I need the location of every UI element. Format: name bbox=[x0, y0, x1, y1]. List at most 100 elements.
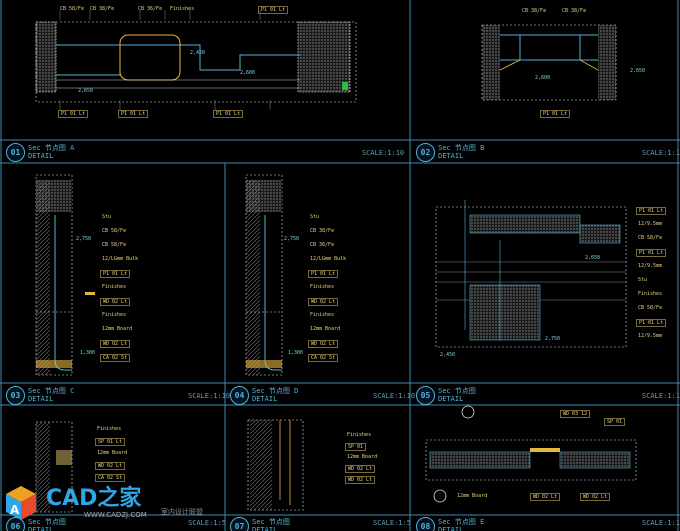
detail-04-drawing bbox=[245, 174, 283, 376]
watermark-url: WWW.CADZJ.COM bbox=[84, 511, 147, 519]
callout-label: WD 02 Lt bbox=[345, 465, 376, 473]
detail-scale: SCALE:1:10 bbox=[642, 149, 680, 157]
detail-number-badge[interactable]: 02 bbox=[416, 143, 435, 162]
detail-03-drawing bbox=[35, 174, 95, 376]
dimension-label: 2,750 bbox=[545, 336, 561, 342]
detail-scale: SCALE:1:5 bbox=[373, 519, 411, 527]
detail-number-badge[interactable]: 07 bbox=[230, 517, 249, 531]
callout-label: Stu bbox=[102, 214, 112, 220]
callout-label: CB 36/Fe bbox=[138, 6, 163, 12]
detail-subtitle: DETAIL bbox=[28, 395, 54, 403]
detail-02-drawing bbox=[481, 24, 617, 101]
watermark-subtitle: 室内设计联盟 bbox=[161, 508, 203, 516]
callout-label: P1 01 Lt bbox=[636, 207, 667, 215]
callout-label: 12/9.5mm bbox=[638, 263, 663, 269]
callout-label: CB 38/Fe bbox=[310, 228, 335, 234]
callout-label: Finishes bbox=[170, 6, 195, 12]
callout-label: P1 01 Lt bbox=[213, 110, 244, 118]
callout-label: Finishes bbox=[102, 312, 127, 318]
callout-label: CB 58/Fe bbox=[102, 228, 127, 234]
callout-label: WD 02 Lt bbox=[100, 298, 131, 306]
callout-label: WD 03 12 bbox=[560, 410, 591, 418]
watermark-brand: CAD之家 bbox=[46, 486, 142, 511]
detail-title: Sec 节点图 bbox=[28, 518, 66, 526]
callout-label: SP 01 bbox=[345, 443, 367, 451]
dimension-label: 2,650 bbox=[78, 88, 94, 94]
callout-label: CA 02 St bbox=[308, 354, 339, 362]
detail-01-drawing bbox=[35, 10, 357, 110]
callout-label: P1 01 Lt bbox=[308, 270, 339, 278]
callout-label: CB 38/Fe bbox=[90, 6, 115, 12]
detail-subtitle: DETAIL bbox=[28, 152, 54, 160]
detail-number-badge[interactable]: 04 bbox=[230, 386, 249, 405]
callout-label: 12mm Board bbox=[310, 326, 341, 332]
detail-subtitle: DETAIL bbox=[438, 395, 464, 403]
callout-label: WD 02 Lt bbox=[308, 340, 339, 348]
dimension-label: 2,600 bbox=[240, 70, 256, 76]
detail-07-drawing bbox=[247, 419, 304, 511]
callout-label: WD 02 Lt bbox=[100, 340, 131, 348]
detail-title: Sec 节点图 bbox=[252, 518, 290, 526]
callout-label: Finishes bbox=[310, 312, 335, 318]
detail-number-badge[interactable]: 03 bbox=[6, 386, 25, 405]
callout-label: Finishes bbox=[97, 426, 122, 432]
callout-label: P1 01 Lt bbox=[540, 110, 571, 118]
detail-title: Sec 节点图 C bbox=[28, 387, 75, 395]
callout-label: CB 58/Fe bbox=[638, 235, 663, 241]
detail-number-badge[interactable]: 06 bbox=[6, 517, 25, 531]
callout-label: 12mm Board bbox=[102, 326, 133, 332]
callout-label: 12mm Board bbox=[347, 454, 378, 460]
detail-subtitle: DETAIL bbox=[252, 526, 278, 531]
callout-label: CB 58/Fe bbox=[638, 305, 663, 311]
callout-label: P1 01 Lt bbox=[118, 110, 149, 118]
callout-label: SP 01 Lt bbox=[95, 438, 126, 446]
dimension-label: 1,300 bbox=[80, 350, 96, 356]
detail-title: Sec 节点图 bbox=[438, 387, 476, 395]
callout-label: CB 58/Fe bbox=[102, 242, 127, 248]
detail-subtitle: DETAIL bbox=[252, 395, 278, 403]
detail-scale: SCALE:1:10 bbox=[642, 519, 680, 527]
callout-label: Finishes bbox=[102, 284, 127, 290]
detail-number-badge[interactable]: 01 bbox=[6, 143, 25, 162]
callout-label: 12mm Board bbox=[97, 450, 128, 456]
detail-scale: SCALE:1:10 bbox=[188, 392, 231, 400]
dimension-label: 2,650 bbox=[630, 68, 646, 74]
detail-subtitle: DETAIL bbox=[438, 152, 464, 160]
callout-label: CA 02 St bbox=[100, 354, 131, 362]
detail-scale: SCALE:1:10 bbox=[373, 392, 416, 400]
dimension-label: 2,450 bbox=[190, 50, 206, 56]
callout-label: Stu bbox=[310, 214, 320, 220]
callout-label: SP 01 bbox=[604, 418, 626, 426]
callout-label: P1 01 Lt bbox=[58, 110, 89, 118]
callout-label: WD 02 Lt bbox=[345, 476, 376, 484]
detail-number-badge[interactable]: 05 bbox=[416, 386, 435, 405]
callout-label: WD 02 Lt bbox=[530, 493, 561, 501]
dimension-label: 1,300 bbox=[288, 350, 304, 356]
callout-label: CB 38/Fe bbox=[522, 8, 547, 14]
callout-label: WD 02 Lt bbox=[308, 298, 339, 306]
callout-label: CB 36/Fe bbox=[310, 242, 335, 248]
callout-label: Stu bbox=[638, 277, 648, 283]
callout-label: P1 01 Lt bbox=[636, 249, 667, 257]
detail-title: Sec 节点图 E bbox=[438, 518, 485, 526]
cad-logo-icon: A bbox=[6, 486, 36, 520]
detail-05-drawing bbox=[435, 200, 627, 348]
dimension-label: 2,450 bbox=[440, 352, 456, 358]
callout-label: 12/9.5mm bbox=[638, 221, 663, 227]
callout-label: CB 38/Fe bbox=[562, 8, 587, 14]
callout-label: P1 01 Lt bbox=[258, 6, 289, 14]
dimension-label: 2,600 bbox=[535, 75, 551, 81]
callout-label: 12/9.5mm bbox=[638, 333, 663, 339]
detail-06-drawing bbox=[35, 421, 73, 513]
callout-label: Finishes bbox=[638, 291, 663, 297]
callout-label: Finishes bbox=[347, 432, 372, 438]
detail-08-drawing bbox=[425, 405, 637, 503]
detail-number-badge[interactable]: 08 bbox=[416, 517, 435, 531]
callout-label: CA 02 St bbox=[95, 474, 126, 482]
detail-scale: SCALE:1:5 bbox=[188, 519, 226, 527]
detail-subtitle: DETAIL bbox=[28, 526, 54, 531]
detail-subtitle: DETAIL bbox=[438, 526, 464, 531]
dimension-label: 2,750 bbox=[284, 236, 300, 242]
